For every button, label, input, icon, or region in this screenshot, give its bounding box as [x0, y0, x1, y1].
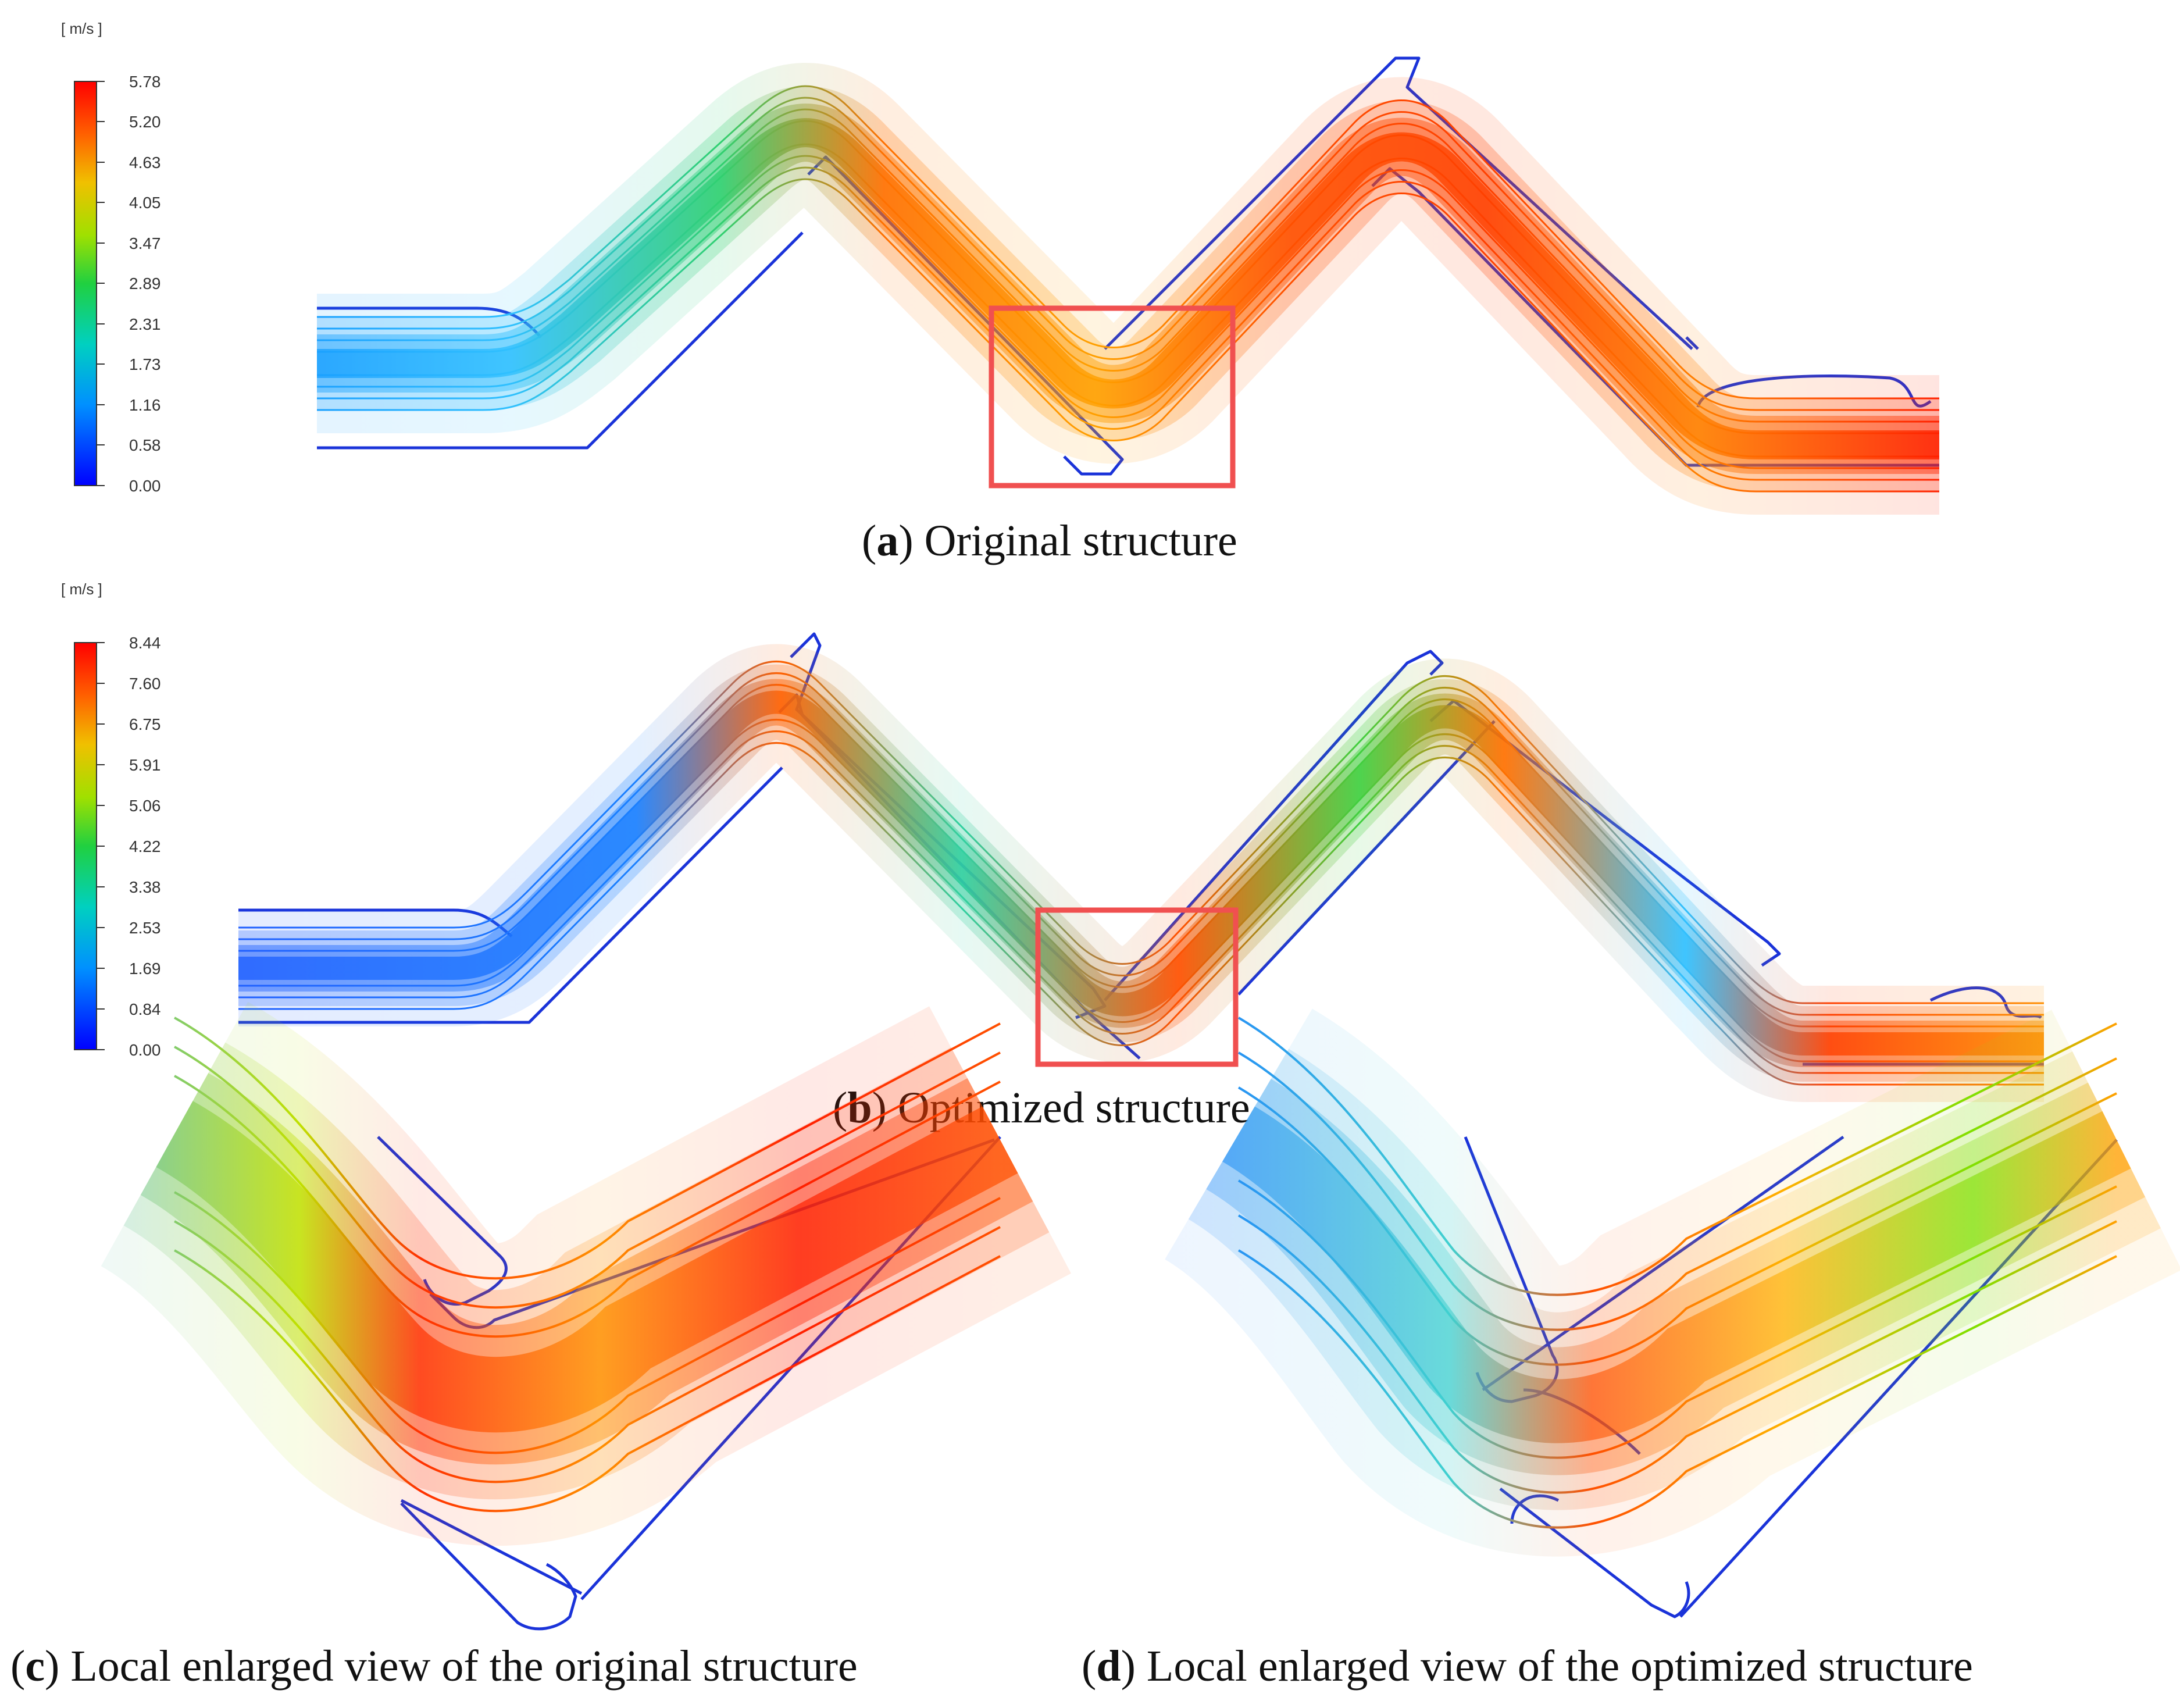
- streamlines-d: [1239, 1018, 2117, 1528]
- colorbar-ticks-b: 8.44 7.60 6.75 5.91 5.06 4.22 3.38 2.53 …: [129, 634, 161, 1059]
- caption-d: (d) Local enlarged view of the optimized…: [1082, 1642, 1973, 1691]
- tick-a-5: 2.89: [129, 274, 161, 293]
- tick-b-3: 5.91: [129, 756, 161, 774]
- tick-a-8: 1.16: [129, 396, 161, 414]
- tick-b-7: 2.53: [129, 919, 161, 937]
- tick-a-7: 1.73: [129, 355, 161, 373]
- tick-a-6: 2.31: [129, 315, 161, 333]
- tick-b-2: 6.75: [129, 715, 161, 733]
- panel-d: (d) Local enlarged view of the optimized…: [1082, 1018, 2117, 1691]
- zoom-box-a: [989, 305, 1236, 488]
- tick-b-6: 3.38: [129, 878, 161, 896]
- streamlines-c: [174, 1018, 1000, 1511]
- tick-b-9: 0.84: [129, 1000, 161, 1018]
- tick-a-10: 0.00: [129, 477, 161, 495]
- tick-b-0: 8.44: [129, 634, 161, 652]
- tick-b-4: 5.06: [129, 797, 161, 815]
- colorbar-unit-label-a: [ m/s ]: [61, 20, 102, 37]
- zoom-box-b: [1035, 907, 1239, 1067]
- tick-b-8: 1.69: [129, 960, 161, 978]
- tick-b-5: 4.22: [129, 837, 161, 855]
- colorbar-b: [74, 642, 97, 1050]
- panel-c: (c) Local enlarged view of the original …: [10, 1018, 1000, 1691]
- tick-a-4: 3.47: [129, 234, 161, 252]
- tick-a-2: 4.63: [129, 154, 161, 172]
- caption-c: (c) Local enlarged view of the original …: [10, 1642, 858, 1691]
- caption-a: (a) Original structure: [862, 516, 1237, 565]
- tick-b-10: 0.00: [129, 1041, 161, 1059]
- tick-a-9: 0.58: [129, 436, 161, 454]
- colorbar-ticks-a: 5.78 5.20 4.63 4.05 3.47 2.89 2.31 1.73 …: [129, 73, 161, 495]
- panel-a: [ m/s ] 5.78 5.20 4.63 4.05 3.47 2.89 2.…: [61, 20, 1939, 565]
- colorbar-a: [74, 81, 97, 486]
- tick-b-1: 7.60: [129, 675, 161, 693]
- tick-a-0: 5.78: [129, 73, 161, 91]
- streamlines-a: [317, 86, 1939, 491]
- panel-b: [ m/s ] 8.44 7.60 6.75 5.91 5.06 4.22 3.…: [61, 580, 2044, 1132]
- tick-a-1: 5.20: [129, 113, 161, 131]
- colorbar-unit-label-b: [ m/s ]: [61, 580, 102, 598]
- tick-a-3: 4.05: [129, 194, 161, 212]
